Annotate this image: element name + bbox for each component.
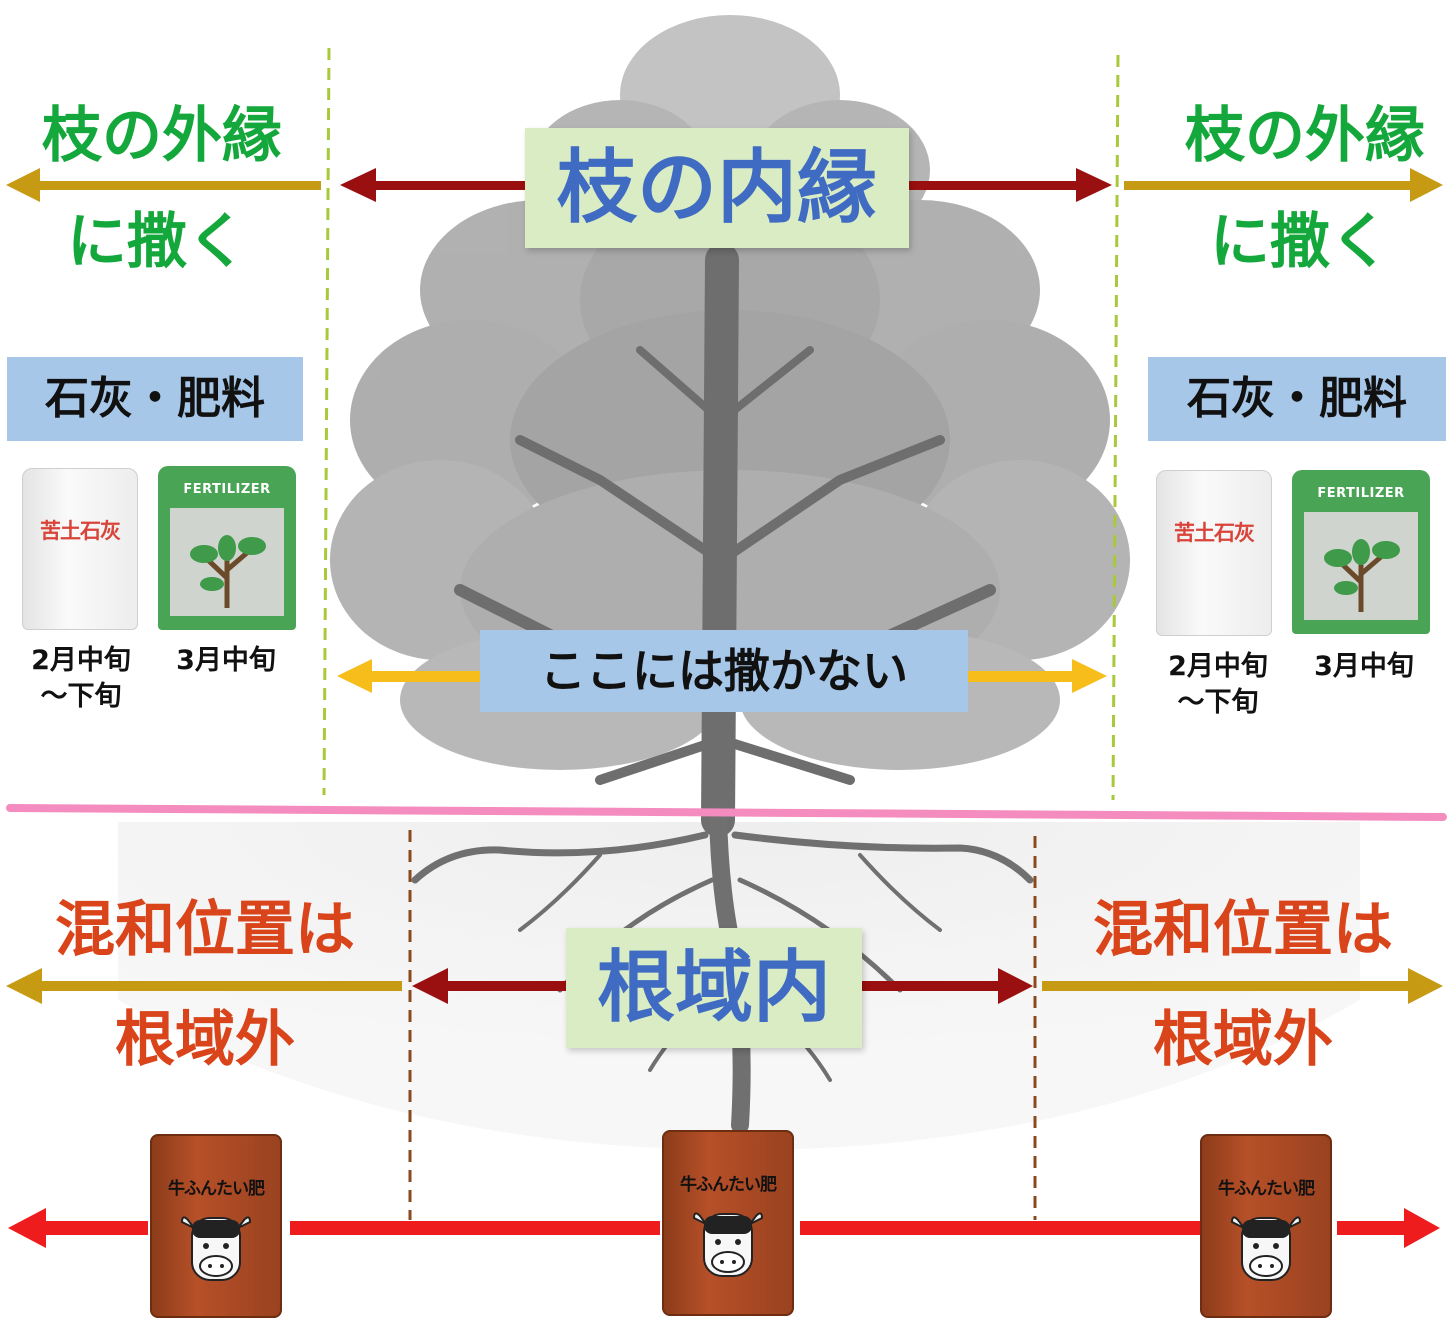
canopy-inner-label: 枝の内縁 xyxy=(525,128,909,248)
plant-icon xyxy=(190,535,266,608)
manure-bag-label: 牛ふんたい肥 xyxy=(1218,1179,1315,1199)
lime-bag-icon: 苦土石灰 xyxy=(1156,470,1272,636)
cow-face-icon xyxy=(692,1212,764,1277)
fertilizer-date-left: 3月中旬 xyxy=(176,645,276,676)
lime-date-right-1: 2月中旬 xyxy=(1168,651,1268,682)
mix-left-label-2: 根域外 xyxy=(115,1005,295,1075)
no-spread-right-arrow xyxy=(968,659,1107,693)
root-inner-left-arrow xyxy=(412,968,568,1004)
no-spread-left-arrow xyxy=(337,659,482,693)
lime-bag-label: 苦土石灰 xyxy=(40,519,121,543)
canopy-edge-right-line xyxy=(1111,54,1120,801)
manure-bag-icon: 牛ふんたい肥 xyxy=(150,1134,282,1318)
fertilizer-bag-icon: FERTILIZER xyxy=(158,466,296,630)
manure-line xyxy=(8,1208,1440,1248)
manure-bag-label: 牛ふんたい肥 xyxy=(680,1175,777,1195)
outer-left-label-2: に撒く xyxy=(67,207,247,277)
outer-left-label-1: 枝の外縁 xyxy=(42,101,282,171)
mix-right-label-1: 混和位置は xyxy=(1093,895,1393,965)
manure-bag-label: 牛ふんたい肥 xyxy=(168,1179,265,1199)
cow-face-icon xyxy=(1230,1216,1302,1281)
root-inner-label: 根域内 xyxy=(566,928,862,1048)
lime-date-left-2: ～下旬 xyxy=(40,681,122,712)
outer-right-label-2: に撒く xyxy=(1210,207,1390,277)
lime-bag-icon: 苦土石灰 xyxy=(22,468,138,630)
lime-date-left-1: 2月中旬 xyxy=(31,645,131,676)
ground-line xyxy=(6,804,1447,821)
fertilizer-date-right: 3月中旬 xyxy=(1314,651,1414,682)
lime-date-right-2: ～下旬 xyxy=(1177,687,1259,718)
plant-icon xyxy=(1324,539,1400,612)
fertilizer-bag-icon: FERTILIZER xyxy=(1292,470,1430,634)
fertilizer-bag-label: FERTILIZER xyxy=(1317,486,1405,501)
outer-right-label-1: 枝の外縁 xyxy=(1185,101,1425,171)
fertilizer-bag-label: FERTILIZER xyxy=(183,482,271,497)
mix-left-label-1: 混和位置は xyxy=(55,895,355,965)
manure-bag-icon: 牛ふんたい肥 xyxy=(1200,1134,1332,1318)
mix-right-label-2: 根域外 xyxy=(1153,1005,1333,1075)
materials-heading-right: 石灰・肥料 xyxy=(1148,357,1446,441)
inner-right-arrow xyxy=(908,168,1112,202)
mix-right-arrow xyxy=(1042,968,1443,1004)
outer-left-arrow xyxy=(6,168,321,202)
canopy-edge-left-line xyxy=(322,47,331,796)
cow-face-icon xyxy=(180,1216,252,1281)
lime-bag-label: 苦土石灰 xyxy=(1174,521,1255,545)
manure-bag-icon: 牛ふんたい肥 xyxy=(662,1130,794,1316)
outer-right-arrow xyxy=(1124,168,1443,202)
root-inner-right-arrow xyxy=(862,968,1033,1004)
no-spread-label: ここには撒かない xyxy=(480,630,968,712)
mix-left-arrow xyxy=(6,968,402,1004)
materials-heading-left: 石灰・肥料 xyxy=(7,357,303,441)
inner-left-arrow xyxy=(340,168,527,202)
